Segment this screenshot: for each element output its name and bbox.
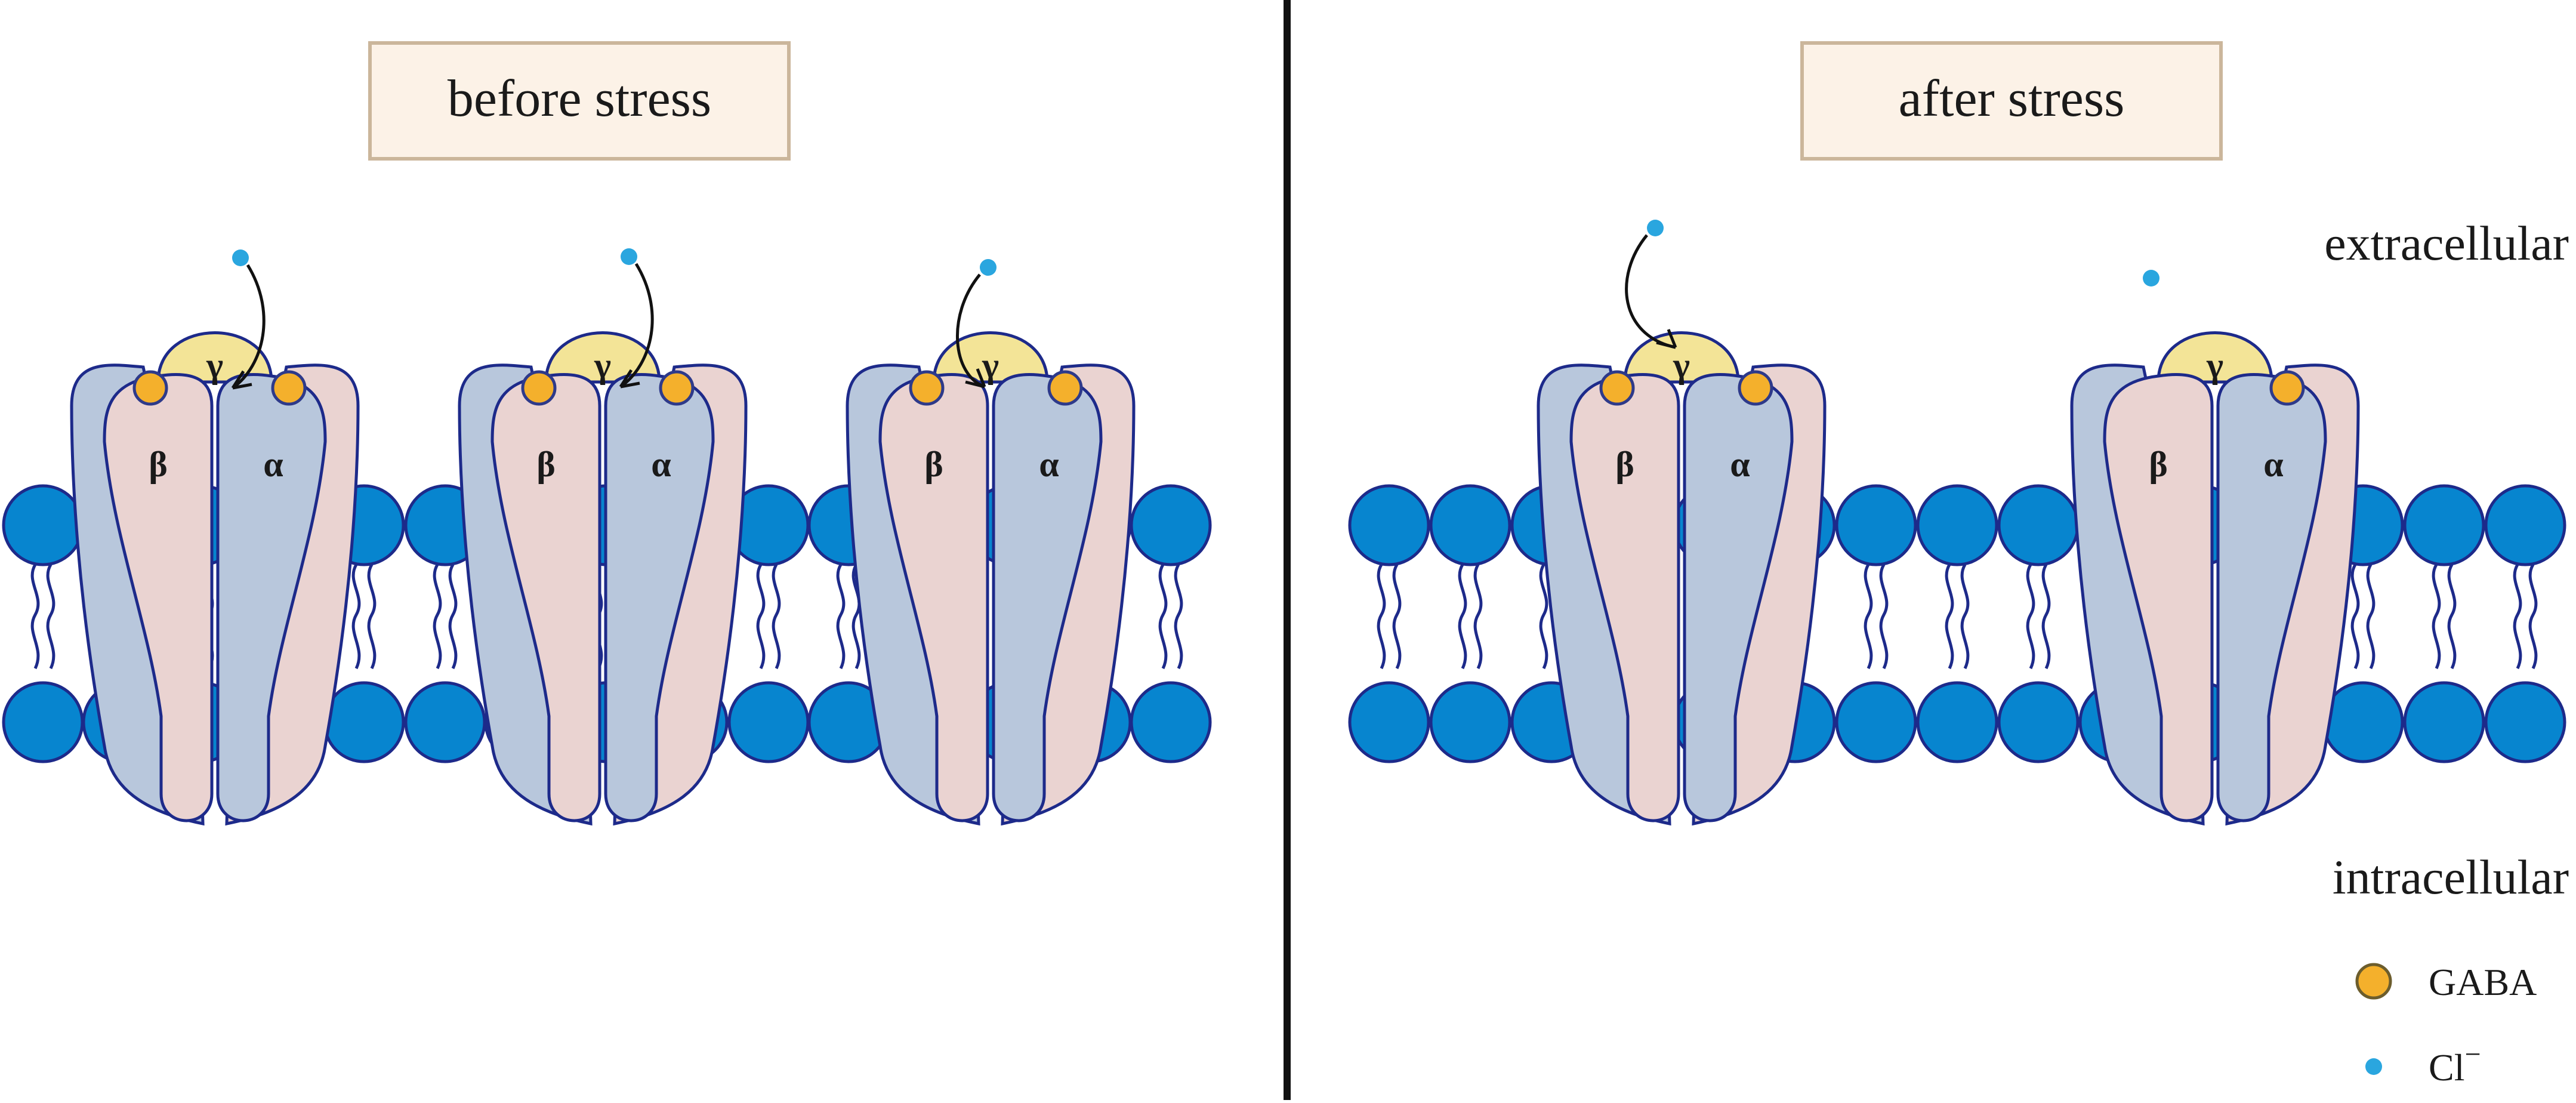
lipid-right-0 (1350, 486, 1429, 762)
chloride-ion-1 (621, 248, 637, 265)
gaba-molecule-1-0 (521, 370, 557, 406)
alpha-label-0: α (263, 445, 283, 484)
lipid-right-8 (1999, 486, 2078, 762)
ion-flow-arrow-0 (232, 264, 266, 390)
gamma-label-4: γ (2206, 346, 2223, 385)
gamma-label-1: γ (594, 346, 611, 385)
gaba-molecule-3-0 (1599, 370, 1635, 406)
receptor-0: γ β α (72, 249, 358, 824)
receptor-group: γ β α γ β α γ β α γ β α γ β α (72, 220, 2358, 824)
gaba-molecule-2-0 (909, 370, 945, 406)
chloride-legend-text: Cl (2429, 1046, 2464, 1089)
alpha-label-4: α (2263, 445, 2284, 484)
beta-label-0: β (149, 445, 168, 484)
ion-flow-arrowhead-2 (965, 368, 986, 389)
receptor-4: γ β α (2072, 270, 2358, 824)
beta-label-2: β (924, 445, 943, 484)
after-title: after stress (1899, 70, 2125, 128)
chloride-ion-0 (232, 249, 249, 266)
lipid-right-6 (1837, 486, 1915, 762)
extracellular-label: extracellular (2324, 216, 2569, 270)
receptor-body-3 (1538, 333, 1825, 824)
lipid-right-14 (2486, 486, 2565, 762)
ion-flow-arrowhead-0 (231, 370, 252, 390)
before-title: before stress (448, 70, 711, 128)
gamma-label-3: γ (1673, 346, 1690, 385)
beta-label-3: β (1615, 445, 1634, 484)
ion-flow-arrow-1 (619, 263, 654, 389)
receptor-1: γ β α (459, 248, 746, 824)
before-title-box (368, 41, 791, 161)
receptor-2: γ β α (847, 259, 1134, 824)
chloride-legend-superscript: − (2464, 1039, 2481, 1070)
ion-flow-arrow-3 (1625, 234, 1676, 349)
after-title-box (1800, 41, 2223, 161)
chloride-legend-label: Cl− (2429, 1039, 2481, 1089)
intracellular-label: intracellular (2333, 850, 2569, 904)
alpha-label-3: α (1730, 445, 1750, 484)
gaba-molecule-0-0 (132, 370, 168, 406)
chloride-ion-4 (2143, 270, 2159, 286)
gaba-molecule-1-1 (659, 370, 695, 406)
gaba-legend-label: GABA (2429, 961, 2537, 1003)
ion-flow-arrowhead-1 (619, 369, 640, 389)
gamma-label-0: γ (206, 346, 223, 385)
gaba-molecule-4-0 (2269, 370, 2305, 406)
lipid-left-0 (4, 486, 82, 762)
chloride-ion-2 (980, 259, 997, 276)
ion-flow-arrowhead-3 (1656, 329, 1677, 349)
membrane-right (1350, 486, 2565, 762)
alpha-label-1: α (651, 445, 671, 484)
gaba-legend-icon (2355, 963, 2392, 1000)
ion-flow-arrow-2 (956, 273, 985, 389)
gaba-molecule-0-1 (271, 370, 307, 406)
lipid-left-14 (1131, 486, 1210, 762)
alpha-label-2: α (1039, 445, 1059, 484)
gaba-molecule-3-1 (1738, 370, 1773, 406)
chloride-legend-icon (2365, 1058, 2382, 1075)
receptor-3: γ β α (1538, 220, 1825, 824)
lipid-right-13 (2405, 486, 2484, 762)
chloride-ion-3 (1647, 220, 1664, 236)
gaba-molecule-2-1 (1047, 370, 1083, 406)
gamma-label-2: γ (982, 346, 999, 385)
lipid-right-7 (1918, 486, 1997, 762)
beta-label-1: β (536, 445, 556, 484)
lipid-right-1 (1431, 486, 1510, 762)
beta-label-4: β (2149, 445, 2168, 484)
